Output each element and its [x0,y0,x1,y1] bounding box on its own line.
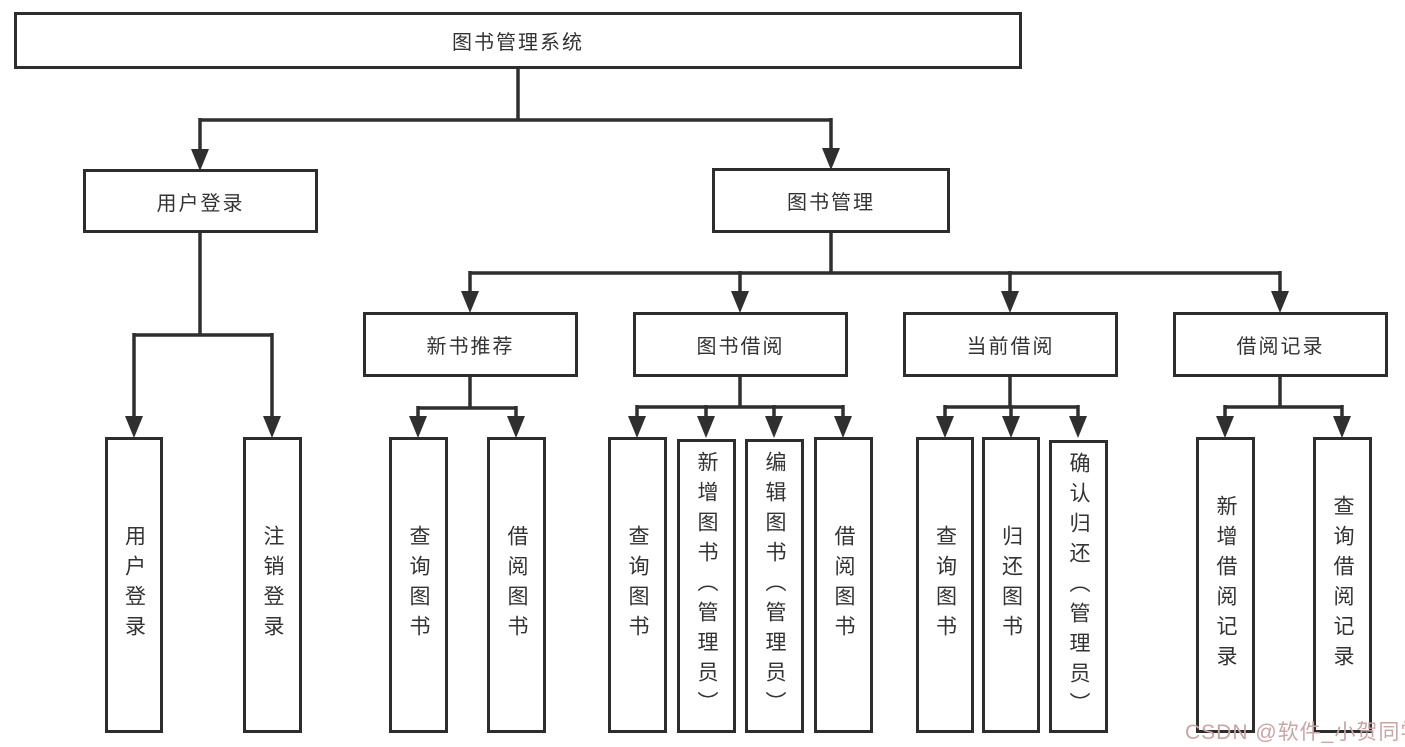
node-label: 借阅图书 [505,525,528,645]
node-label: 借阅图书 [832,525,855,645]
node-label: 用户登录 [156,192,245,215]
node-book-management: 图书管理 [712,168,950,233]
node-library-management-system: 图书管理系统 [14,12,1022,69]
node-label: 查询图书 [626,525,649,645]
node-user-login: 用户登录 [83,169,318,233]
leaf-return-books: 归还图书 [982,437,1040,733]
node-label: 图书借阅 [696,336,785,358]
leaf-query-books-recommend: 查询图书 [389,437,448,733]
node-label: 确认归还（管理员） [1067,451,1090,722]
node-borrow-record: 借阅记录 [1173,312,1388,377]
node-book-borrow: 图书借阅 [633,312,848,377]
node-label: 图书管理系统 [452,32,584,54]
node-label: 当前借阅 [966,336,1055,358]
connector-recommend-to-leaves [409,377,525,438]
leaf-logout: 注销登录 [243,437,302,733]
connector-book-management-to-level3 [461,233,1289,313]
leaf-query-books-current: 查询图书 [916,437,974,733]
node-label: 注销登录 [261,525,284,645]
node-label: 查询图书 [407,525,430,645]
node-label: 编辑图书（管理员） [763,451,786,721]
connector-current-to-leaves [936,377,1087,438]
node-label: 新增借阅记录 [1214,495,1237,675]
leaf-query-borrow-record: 查询借阅记录 [1313,437,1372,733]
leaf-confirm-return-admin: 确认归还（管理员） [1049,440,1108,733]
connector-record-to-leaves [1216,377,1351,438]
leaf-edit-books-admin: 编辑图书（管理员） [745,439,804,733]
watermark: CSDN @软件_小贺同学 [1185,721,1405,744]
node-label: 查询借阅记录 [1331,495,1354,675]
leaf-user-login: 用户登录 [105,437,163,733]
leaf-query-books-borrow: 查询图书 [608,437,667,733]
leaf-add-borrow-record: 新增借阅记录 [1196,437,1255,733]
leaf-add-books-admin: 新增图书（管理员） [677,439,736,733]
node-label: 用户登录 [122,525,146,645]
connector-borrow-to-leaves [628,377,852,438]
leaf-borrow-books: 借阅图书 [814,437,873,733]
node-label: 借阅记录 [1236,336,1325,358]
connector-user-login-to-leaves [125,233,281,438]
node-label: 归还图书 [999,525,1023,645]
leaf-borrow-books-recommend: 借阅图书 [487,437,546,733]
node-label: 新增图书（管理员） [695,451,718,721]
node-label: 新书推荐 [426,336,515,358]
connector-root-to-level2 [191,69,840,171]
node-label: 图书管理 [787,192,875,214]
node-current-borrow: 当前借阅 [903,312,1118,377]
node-new-book-recommend: 新书推荐 [363,312,578,377]
node-label: 查询图书 [933,525,957,645]
